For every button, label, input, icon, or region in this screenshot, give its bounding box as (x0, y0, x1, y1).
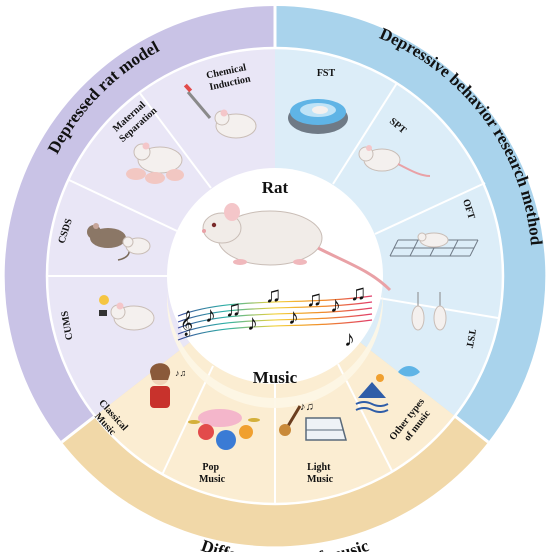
section-dividers (60, 6, 490, 444)
two-rats-icon (87, 223, 151, 261)
svg-text:♪: ♪ (288, 304, 299, 329)
center-rat-label: Rat (262, 178, 289, 197)
svg-text:♫: ♫ (306, 286, 323, 311)
svg-text:𝄞: 𝄞 (180, 310, 193, 336)
rat-icon (358, 145, 431, 177)
music-light: Light Music ♪♫ (279, 401, 347, 485)
svg-text:CUMS: CUMS (59, 310, 75, 341)
stress-rat-icon (99, 295, 155, 331)
sub-dividers (47, 82, 499, 504)
center-music-label: Music (253, 368, 298, 387)
method-tst: TST (411, 292, 478, 349)
mother-rat-pups-icon (126, 142, 184, 184)
model-cums: CUMS (59, 295, 155, 341)
svg-text:♪: ♪ (205, 302, 216, 327)
hanging-rat-icon (411, 292, 447, 331)
svg-text:♫: ♫ (350, 280, 367, 305)
svg-text:♪: ♪ (247, 310, 258, 335)
svg-text:Light Music: Light Music (307, 462, 334, 485)
music-pop: Pop Music (188, 409, 260, 485)
guitar-piano-icon: ♪♫ (279, 401, 347, 441)
composer-portrait-icon: ♪♫ (150, 363, 186, 408)
drum-kit-icon (188, 409, 260, 450)
syringe-rat-icon (183, 83, 257, 139)
landscape-bird-icon (355, 366, 420, 413)
inner-ring-right (275, 47, 504, 417)
svg-text:♪♫: ♪♫ (300, 401, 314, 413)
svg-text:TST: TST (463, 328, 477, 349)
inner-ring-left (46, 47, 276, 417)
open-field-grid-icon (389, 232, 479, 257)
svg-text:♪♫: ♪♫ (175, 368, 186, 378)
svg-text:♫: ♫ (265, 282, 282, 307)
method-fst: FST (288, 68, 348, 134)
svg-text:♫: ♫ (225, 296, 242, 321)
svg-text:Pop Music: Pop Music (199, 462, 226, 485)
svg-text:FST: FST (317, 68, 336, 79)
music-notes: 𝄞 ♪ ♫ ♪ ♫ ♪ ♫ ♪ ♫ ♪ (180, 280, 367, 351)
music-staff (177, 295, 373, 341)
rat-and-music-notes-icon: 𝄞 ♪ ♫ ♪ ♫ ♪ ♫ ♪ ♫ ♪ (177, 203, 392, 351)
svg-text:♪: ♪ (330, 292, 341, 317)
center-circle (167, 168, 383, 384)
svg-text:♪: ♪ (344, 326, 355, 351)
water-beaker-icon (288, 99, 348, 134)
